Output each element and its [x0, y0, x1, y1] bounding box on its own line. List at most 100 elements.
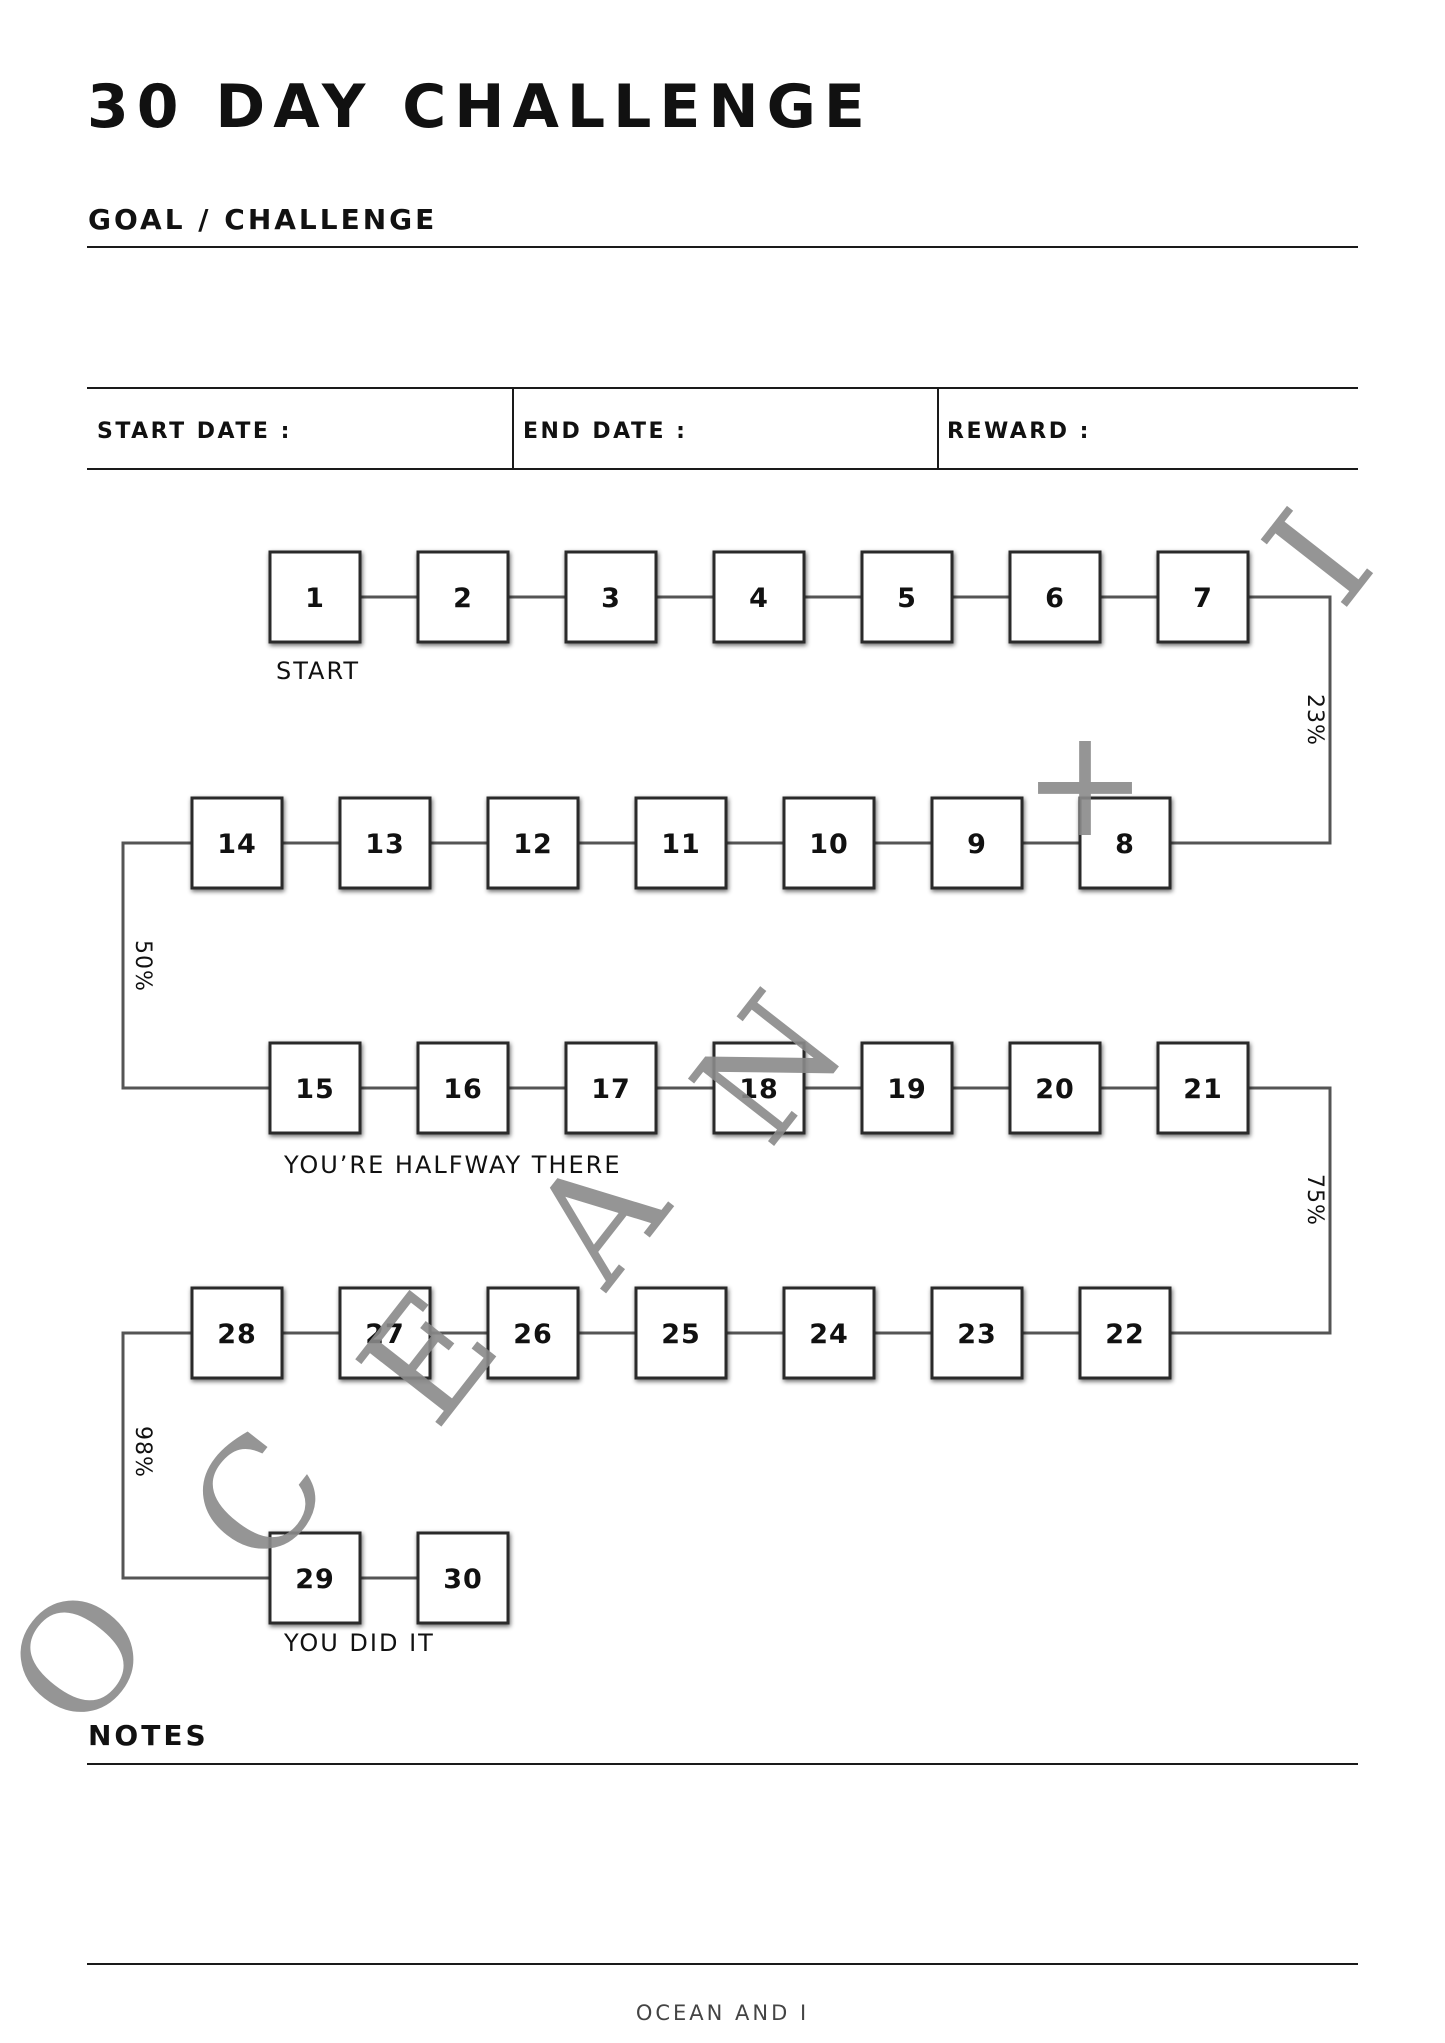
day-box[interactable]: 13	[338, 796, 432, 890]
day-number: 7	[1193, 583, 1213, 614]
day-box[interactable]: 5	[860, 550, 954, 644]
day-number: 20	[1035, 1074, 1075, 1105]
day-box-frame	[1008, 550, 1102, 644]
fields-bottom-rule	[87, 468, 1358, 470]
day-box[interactable]: 17	[564, 1041, 658, 1135]
fields-divider-2	[937, 387, 939, 469]
day-box[interactable]: 2	[416, 550, 510, 644]
day-box[interactable]: 29	[268, 1531, 362, 1625]
fields-divider-1	[512, 387, 514, 469]
day-number: 10	[809, 829, 849, 860]
day-box-frame	[190, 1286, 284, 1380]
day-box[interactable]: 16	[416, 1041, 510, 1135]
day-box[interactable]: 24	[782, 1286, 876, 1380]
day-box[interactable]: 23	[930, 1286, 1024, 1380]
day-box[interactable]: 18	[712, 1041, 806, 1135]
start-date-field[interactable]: START DATE :	[97, 419, 292, 444]
day-box-frame	[1078, 796, 1172, 890]
day-number: 13	[365, 829, 405, 860]
day-box-frame	[1078, 1286, 1172, 1380]
day-number: 9	[967, 829, 987, 860]
day-box-frame	[268, 1041, 362, 1135]
day-box[interactable]: 28	[190, 1286, 284, 1380]
halfway-caption: YOU’RE HALFWAY THERE	[284, 1151, 622, 1179]
day-box[interactable]: 12	[486, 796, 580, 890]
turn-connector	[1170, 595, 1332, 845]
day-number: 21	[1183, 1074, 1223, 1105]
day-box[interactable]: 25	[634, 1286, 728, 1380]
milestone-labels: 23%50%75%98%	[130, 694, 1327, 1478]
turn-connector	[1170, 1086, 1332, 1335]
day-box-frame	[782, 796, 876, 890]
day-box[interactable]: 11	[634, 796, 728, 890]
day-box[interactable]: 26	[486, 1286, 580, 1380]
notes-bottom-rule	[87, 1963, 1358, 1965]
day-number: 2	[453, 583, 473, 614]
day-box-frame	[416, 1041, 510, 1135]
milestone-percent: 75%	[1302, 1174, 1327, 1226]
day-box[interactable]: 21	[1156, 1041, 1250, 1135]
day-box[interactable]: 15	[268, 1041, 362, 1135]
day-box[interactable]: 4	[712, 550, 806, 644]
day-box[interactable]: 14	[190, 796, 284, 890]
day-box-frame	[338, 1286, 432, 1380]
day-box[interactable]: 6	[1008, 550, 1102, 644]
day-box[interactable]: 30	[416, 1531, 510, 1625]
day-number: 22	[1105, 1319, 1145, 1350]
day-number: 27	[365, 1319, 405, 1350]
day-number: 17	[591, 1074, 631, 1105]
day-number: 24	[809, 1319, 849, 1350]
turn-connector	[121, 841, 270, 1090]
goal-underline	[87, 246, 1358, 248]
start-caption: START	[276, 657, 361, 685]
day-box[interactable]: 1	[268, 550, 362, 644]
day-box-frame	[190, 796, 284, 890]
day-box[interactable]: 3	[564, 550, 658, 644]
day-box-frame	[712, 1041, 806, 1135]
day-box-frame	[416, 550, 510, 644]
day-box-frame	[268, 550, 362, 644]
day-box[interactable]: 7	[1156, 550, 1250, 644]
day-number: 16	[443, 1074, 483, 1105]
day-box[interactable]: 27	[338, 1286, 432, 1380]
page-title: 30 DAY CHALLENGE	[87, 72, 873, 142]
reward-field[interactable]: REWARD :	[947, 419, 1091, 444]
day-box[interactable]: 10	[782, 796, 876, 890]
day-number: 3	[601, 583, 621, 614]
day-number: 29	[295, 1564, 335, 1595]
day-box-frame	[564, 1041, 658, 1135]
day-number: 25	[661, 1319, 701, 1350]
day-number: 6	[1045, 583, 1065, 614]
day-box-frame	[782, 1286, 876, 1380]
day-box-frame	[860, 550, 954, 644]
goal-label: GOAL / CHALLENGE	[88, 203, 438, 236]
footer-brand: OCEAN AND I	[635, 2001, 810, 2025]
day-box-frame	[930, 1286, 1024, 1380]
done-caption: YOU DID IT	[284, 1629, 435, 1657]
day-box-frame	[1008, 1041, 1102, 1135]
day-box-frame	[564, 550, 658, 644]
day-box-frame	[860, 1041, 954, 1135]
day-box-frame	[634, 796, 728, 890]
day-box-frame	[1156, 1041, 1250, 1135]
day-number: 1	[305, 583, 325, 614]
day-number: 19	[887, 1074, 927, 1105]
day-box[interactable]: 9	[930, 796, 1024, 890]
end-date-field[interactable]: END DATE :	[523, 419, 688, 444]
milestone-percent: 50%	[130, 940, 155, 992]
notes-label: NOTES	[88, 1719, 209, 1752]
day-box-frame	[712, 550, 806, 644]
day-number: 30	[443, 1564, 483, 1595]
day-box[interactable]: 22	[1078, 1286, 1172, 1380]
day-box-frame	[1156, 550, 1250, 644]
day-box-frame	[338, 796, 432, 890]
day-box-frame	[486, 796, 580, 890]
day-box[interactable]: 8	[1078, 796, 1172, 890]
day-box[interactable]: 19	[860, 1041, 954, 1135]
day-box[interactable]: 20	[1008, 1041, 1102, 1135]
day-number: 28	[217, 1319, 257, 1350]
day-box-frame	[930, 796, 1024, 890]
day-number: 5	[897, 583, 917, 614]
day-number: 14	[217, 829, 257, 860]
